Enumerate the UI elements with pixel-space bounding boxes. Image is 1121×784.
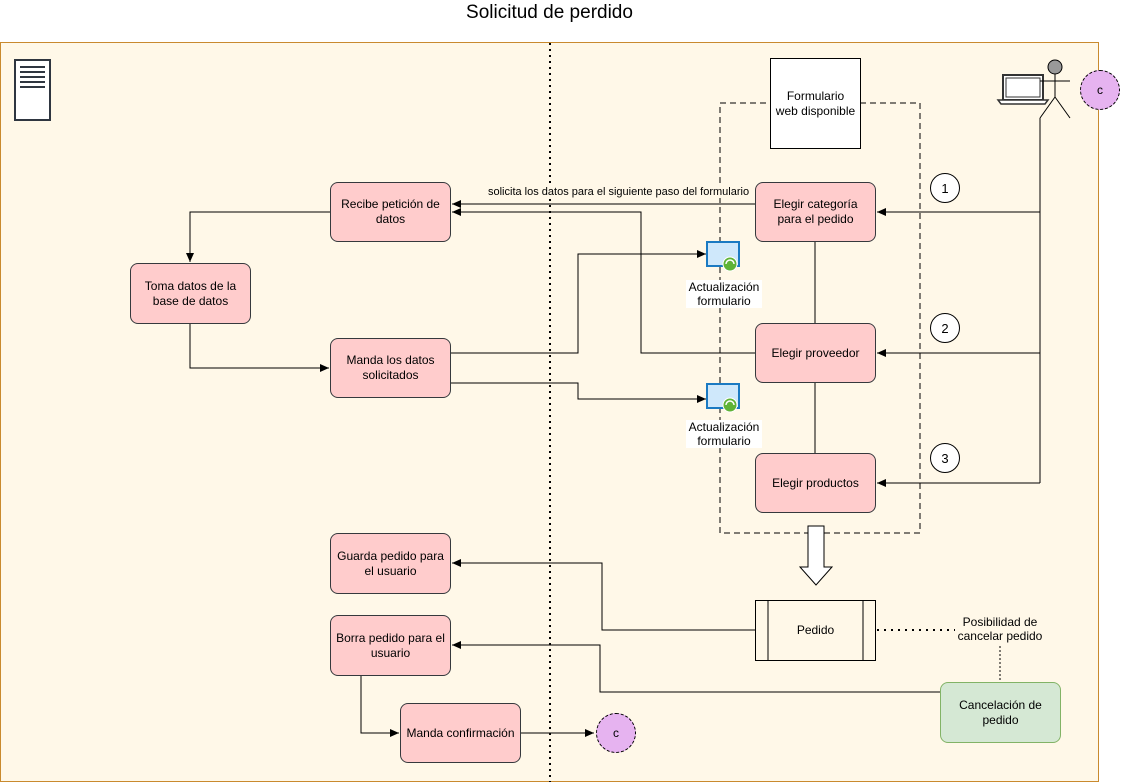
edge-cancel-to-delete bbox=[452, 641, 940, 693]
step-badge-2: 2 bbox=[930, 313, 960, 343]
send-data-node: Manda los datos solicitados bbox=[330, 338, 451, 398]
edge-send-to-update-1 bbox=[451, 250, 706, 354]
edge-send-to-update-2 bbox=[451, 382, 706, 403]
step-badge-1: 1 bbox=[930, 173, 960, 203]
choose-products-node: Elegir productos bbox=[755, 453, 876, 513]
order-node: Pedido bbox=[755, 600, 876, 661]
save-order-node: Guarda pedido para el usuario bbox=[330, 533, 451, 594]
delete-order-node: Borra pedido para el usuario bbox=[330, 615, 451, 676]
user-icon bbox=[1039, 59, 1071, 119]
cancel-possibility-note: Posibilidad de cancelar pedido bbox=[957, 615, 1043, 643]
form-update-label-1: Actualización formulario bbox=[686, 280, 762, 308]
offpage-connector-bottom: c bbox=[596, 713, 636, 753]
diagram-canvas bbox=[0, 42, 1099, 782]
server-icon bbox=[14, 59, 51, 121]
choose-category-node: Elegir categoría para el pedido bbox=[755, 182, 876, 242]
form-update-label-2: Actualización formulario bbox=[686, 420, 762, 448]
offpage-connector-top: c bbox=[1080, 70, 1120, 110]
cancel-order-node: Cancelación de pedido bbox=[940, 682, 1061, 743]
edge-fetch-to-send bbox=[189, 324, 329, 372]
laptop-icon bbox=[996, 74, 1050, 105]
edge-request-to-fetch bbox=[186, 211, 331, 262]
edge-provider-to-request bbox=[452, 208, 755, 354]
diagram-title: Solicitud de perdido bbox=[466, 2, 633, 23]
choose-provider-node: Elegir proveedor bbox=[755, 323, 876, 383]
form-update-icon bbox=[706, 241, 740, 272]
form-update-icon bbox=[706, 383, 740, 413]
edge-order-to-save bbox=[452, 559, 755, 631]
send-confirmation-node: Manda confirmación bbox=[400, 703, 521, 763]
group-to-order-arrow bbox=[798, 525, 834, 586]
web-form-node: Formulario web disponible bbox=[770, 58, 861, 149]
request-edge-label: solicita los datos para el siguiente pas… bbox=[486, 186, 752, 198]
fetch-data-node: Toma datos de la base de datos bbox=[130, 263, 251, 324]
receive-request-node: Recibe petición de datos bbox=[330, 182, 451, 242]
step-badge-3: 3 bbox=[930, 443, 960, 473]
edge-delete-to-confirm bbox=[360, 676, 399, 737]
